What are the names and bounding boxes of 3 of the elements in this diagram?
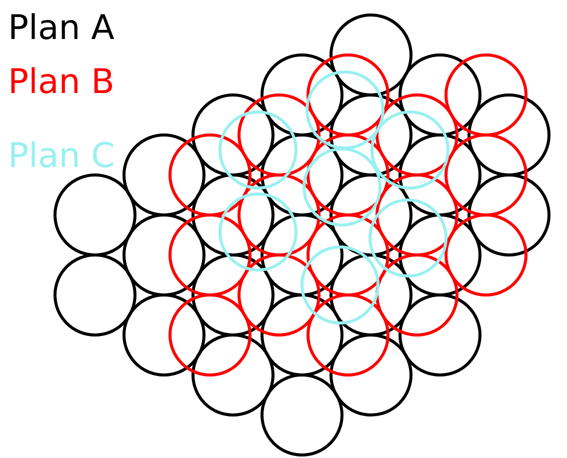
legend-text: Plan C [8, 136, 115, 176]
legend-text: Plan B [8, 62, 114, 102]
legend-text: Plan A [8, 8, 114, 48]
